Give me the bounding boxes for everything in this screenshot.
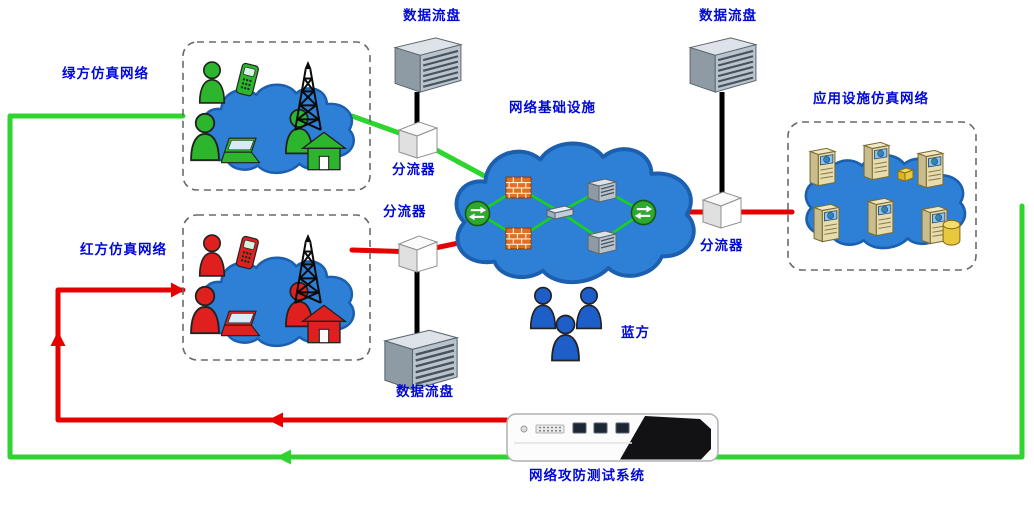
app-server-icon (809, 147, 836, 187)
person-icon (575, 286, 603, 330)
app-server-icon (917, 149, 944, 189)
person-icon (198, 234, 226, 277)
power-button-icon (520, 425, 528, 433)
label-data-disk-bottom: 数据流盘 (396, 384, 454, 399)
red-network-group (190, 232, 356, 348)
usb-port-icon (593, 422, 608, 434)
database-cylinder-icon (942, 219, 961, 246)
red-network-box (182, 214, 371, 361)
green-network-box (182, 41, 371, 191)
person-icon (551, 314, 580, 362)
group-boxes (182, 41, 977, 361)
label-data-disk-top-right: 数据流盘 (699, 8, 757, 23)
infrastructure-group (454, 141, 696, 285)
data-disk-server-icon (688, 36, 758, 94)
pin-dots (539, 426, 561, 432)
mini-server-icon (587, 230, 617, 255)
label-infrastructure: 网络基础设施 (509, 100, 596, 115)
router-icon (630, 199, 657, 226)
package-icon (896, 167, 915, 182)
red-arrow-up-icon (50, 331, 66, 346)
firewall-icon (505, 176, 532, 199)
splitter-cube-icon (398, 121, 438, 159)
person-icon (198, 61, 226, 104)
label-splitter-green: 分流器 (392, 162, 436, 177)
red-arrow-right-icon (171, 282, 185, 298)
label-red-network: 红方仿真网络 (80, 242, 167, 257)
firewall-icon (505, 227, 532, 250)
app-server-icon (867, 197, 894, 237)
label-blue-team: 蓝方 (621, 325, 650, 340)
mini-server-icon (587, 178, 617, 203)
app-network-group (804, 141, 967, 250)
label-splitter-red: 分流器 (383, 204, 427, 219)
phone-icon (235, 235, 260, 271)
app-server-icon (863, 141, 890, 181)
app-network-box (787, 121, 977, 271)
device-black-panel (620, 416, 711, 460)
pin-header-icon (535, 424, 565, 434)
infrastructure-cloud-icon (454, 141, 696, 285)
label-data-disk-top-left: 数据流盘 (403, 8, 461, 23)
splitter-cube-icon (398, 235, 438, 273)
label-test-system: 网络攻防测试系统 (529, 468, 645, 483)
blue-team-group (529, 286, 603, 362)
green-perimeter-line (7, 113, 1025, 460)
person-icon (529, 286, 557, 330)
data-disk-server-icon (383, 329, 459, 391)
green-arrow-left-icon (276, 449, 291, 465)
label-splitter-app: 分流器 (700, 238, 744, 253)
green-network-group (190, 59, 356, 175)
ethernet-port-icon (572, 422, 587, 434)
lan-port-icon (615, 422, 630, 434)
router-icon (464, 200, 491, 227)
test-system-device (506, 413, 719, 462)
label-green-network: 绿方仿真网络 (62, 66, 149, 81)
data-disk-server-icon (393, 36, 463, 94)
label-app-network: 应用设施仿真网络 (813, 91, 929, 106)
app-server-icon (813, 203, 840, 243)
phone-icon (235, 62, 260, 98)
red-arrow-left-icon (268, 412, 283, 428)
splitter-cube-icon (702, 191, 742, 229)
